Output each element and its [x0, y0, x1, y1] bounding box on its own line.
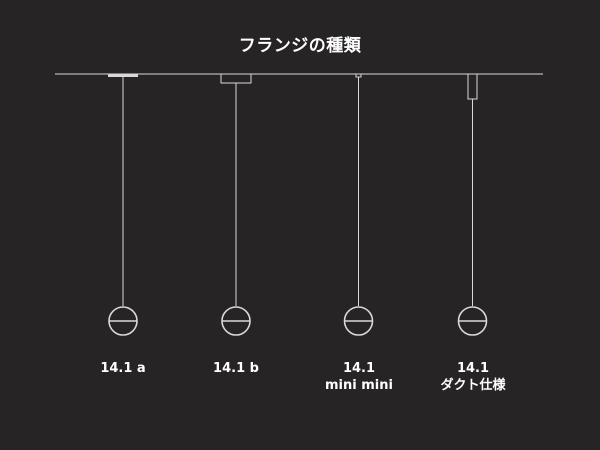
pendant-duct [457, 73, 488, 336]
label-a-line1: 14.1 a [100, 361, 146, 376]
label-duct-line1: 14.1 [456, 361, 490, 376]
pendant-a [108, 74, 138, 336]
label-mini-line1: 14.1 [342, 361, 376, 376]
label-mini: 14.1 mini mini [304, 360, 414, 394]
label-a: 14.1 a [68, 360, 178, 377]
flange-mini [355, 73, 362, 78]
label-duct-line2: ダクト仕様 [440, 378, 506, 393]
label-b: 14.1 b [181, 360, 291, 377]
label-b-line1: 14.1 b [213, 361, 259, 376]
pendant-b [220, 73, 252, 336]
pendant-mini [343, 73, 374, 336]
flange-a [108, 74, 138, 77]
flange-b [220, 73, 252, 84]
label-duct: 14.1 ダクト仕様 [418, 360, 528, 394]
label-mini-line2: mini mini [325, 378, 393, 393]
flange-duct [467, 73, 478, 100]
diagram-title: フランジの種類 [238, 36, 362, 56]
